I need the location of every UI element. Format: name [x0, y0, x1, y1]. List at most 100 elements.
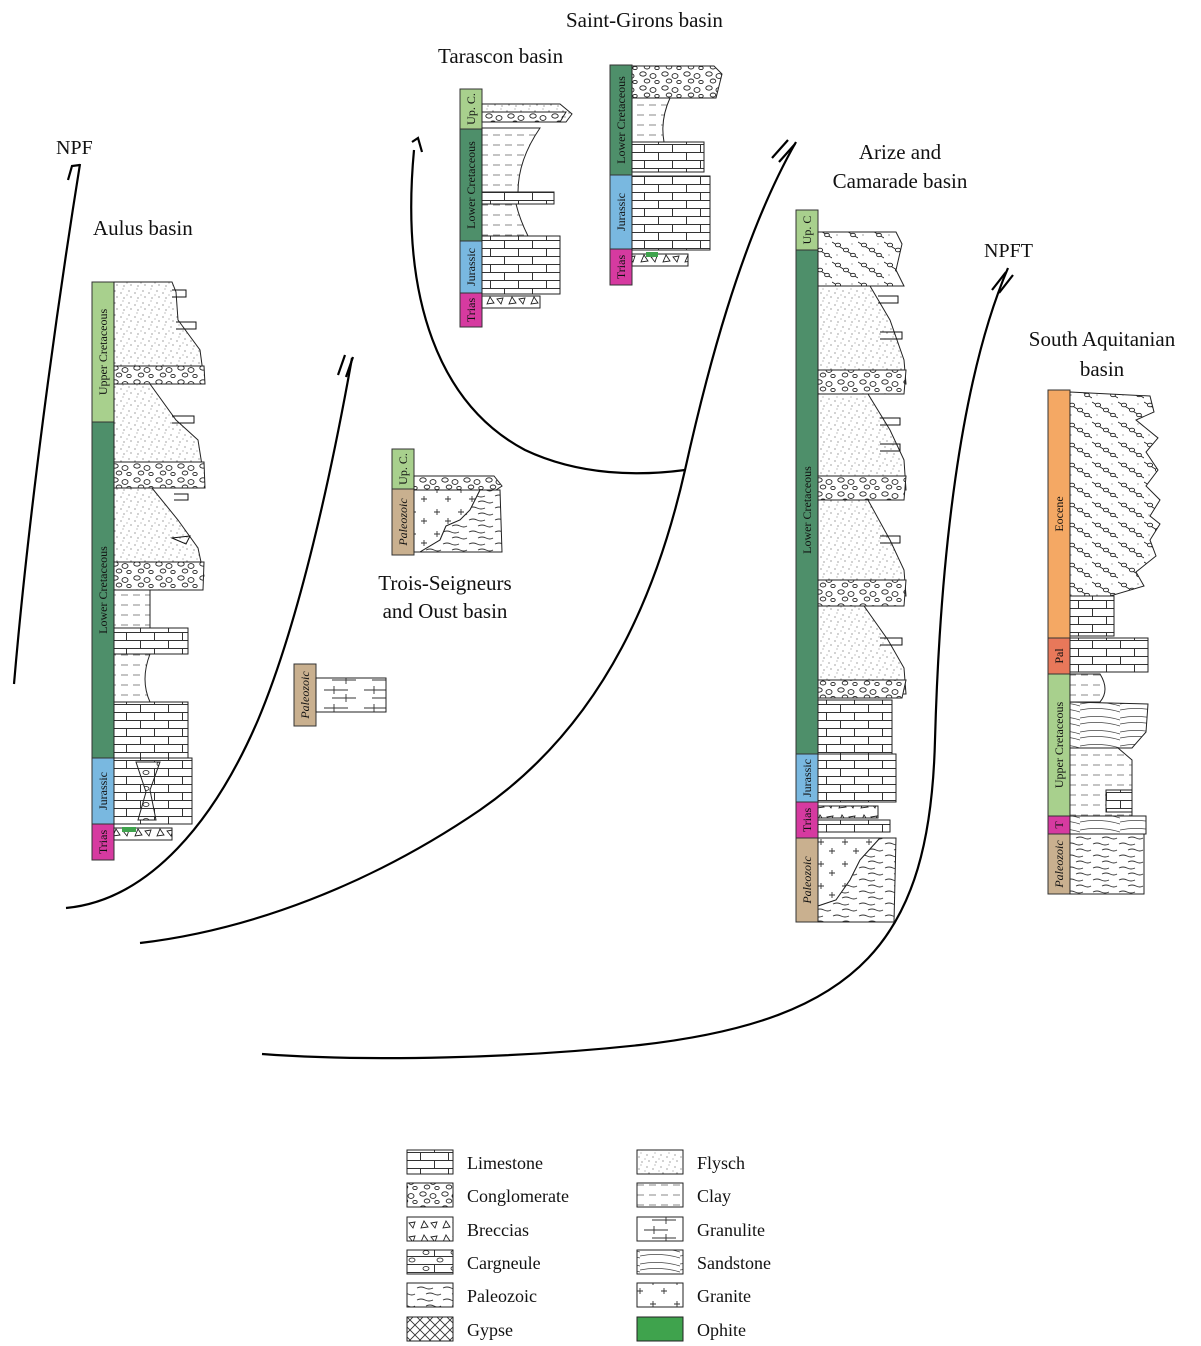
south-aquitanian-title-line2: basin [1080, 357, 1125, 381]
legend-item-cargneule: Cargneule [407, 1250, 541, 1274]
sandstone-unit [1070, 816, 1146, 834]
legend-label: Cargneule [467, 1253, 541, 1273]
clay-unit [1070, 674, 1105, 702]
arize-basin-title-line1: Arize and [859, 140, 942, 164]
conglomerate-unit [632, 66, 722, 98]
breccias-pattern-icon [407, 1217, 453, 1241]
period-label-lower-cretaceous: Lower Cretaceous [614, 76, 628, 164]
limestone-unit [1070, 596, 1114, 636]
period-label-paleozoic: Paleozoic [396, 498, 410, 547]
tarascon-column: Up. C. Lower Cretaceous Jurassic Trias [460, 89, 572, 327]
conglomerate-unit [482, 112, 566, 122]
granite-pattern-icon [637, 1283, 683, 1307]
flysch-unit [818, 286, 906, 384]
limestone-unit [818, 700, 892, 754]
legend-item-clay: Clay [637, 1183, 731, 1207]
granulite-unit [316, 678, 386, 712]
clay-unit [114, 590, 150, 628]
npf-fault-line [14, 164, 80, 684]
clay-unit [632, 98, 670, 142]
period-label-lower-cretaceous: Lower Cretaceous [800, 466, 814, 554]
legend-item-gypse: Gypse [407, 1317, 513, 1341]
clay-pattern-icon [637, 1183, 683, 1207]
granulite-pattern-icon [637, 1217, 683, 1241]
conglomerate-unit [114, 562, 204, 590]
paleozoic-unit [1070, 834, 1144, 894]
legend-label: Breccias [467, 1220, 529, 1240]
limestone-unit [114, 628, 188, 654]
period-label-lower-cretaceous: Lower Cretaceous [96, 546, 110, 634]
period-label-paleozoic: Paleozoic [298, 671, 312, 720]
arize-basin-title-line2: Camarade basin [833, 169, 968, 193]
aulus-basin-title: Aulus basin [93, 216, 193, 240]
conglomerate-unit [818, 680, 906, 698]
limestone-unit [482, 236, 560, 294]
period-label-jurassic: Jurassic [614, 193, 628, 231]
ophite-swatch-icon [637, 1317, 683, 1341]
clay-unit [114, 654, 150, 702]
conglomerate-unit [414, 476, 502, 490]
conglomerate-unit [114, 366, 205, 384]
legend-item-granite: Granite [637, 1283, 751, 1307]
fault-tick-icon [412, 138, 422, 152]
clay-unit [482, 128, 540, 192]
legend-item-paleozoic: Paleozoic [407, 1283, 537, 1307]
breccias-unit [818, 806, 878, 818]
period-label-jurassic: Jurassic [96, 772, 110, 810]
limestone-tongue [878, 296, 898, 303]
conglomerate-pattern-icon [407, 1183, 453, 1207]
legend-item-flysch: Flysch [637, 1150, 745, 1174]
ophite-lens [122, 827, 136, 832]
legend-item-limestone: Limestone [407, 1150, 543, 1174]
legend-label: Limestone [467, 1153, 543, 1173]
sandstone-pattern-icon [637, 1250, 683, 1274]
clay-unit [482, 204, 528, 236]
conglomerate-unit [818, 370, 906, 394]
breccias-unit [632, 254, 688, 266]
legend-item-breccias: Breccias [407, 1217, 529, 1241]
arize-column: Up. C Lower Cretaceous Jurassic Trias Pa… [796, 210, 906, 922]
legend-label: Paleozoic [467, 1286, 537, 1306]
trois-seigneurs-title-line2: and Oust basin [383, 599, 508, 623]
limestone-unit [482, 192, 554, 204]
period-label-lower-cretaceous: Lower Cretaceous [464, 141, 478, 229]
limestone-tongue [174, 494, 188, 500]
legend-label: Flysch [697, 1153, 745, 1173]
gypse-pattern-icon [407, 1317, 453, 1341]
legend-label: Sandstone [697, 1253, 771, 1273]
period-label-upper-cretaceous: Upper Cretaceous [1052, 702, 1066, 789]
legend-label: Conglomerate [467, 1186, 569, 1206]
period-label-upper-cretaceous: Upper Cretaceous [96, 309, 110, 396]
legend-label: Clay [697, 1186, 731, 1206]
period-label-paleozoic: Paleozoic [800, 856, 814, 905]
south-aquitanian-column: Eocene Pal Upper Cretaceous T Paleozoic [1048, 390, 1160, 894]
limestone-unit [632, 142, 704, 172]
period-label-up-c: Up. C. [464, 93, 478, 125]
conglomerate-unit [818, 476, 906, 500]
aulus-column: Upper Cretaceous Lower Cretaceous Jurass… [92, 282, 205, 860]
limestone-pattern-icon [407, 1150, 453, 1174]
period-label-jurassic: Jurassic [464, 248, 478, 286]
period-label-trias: Trias [800, 808, 814, 833]
limestone-unit [114, 702, 188, 758]
legend-label: Ophite [697, 1320, 746, 1340]
conglomerate-unit [818, 580, 906, 606]
limestone-unit [818, 820, 890, 832]
ophite-lens [646, 252, 658, 257]
sandstone-unit [1070, 702, 1148, 748]
npf-label: NPF [56, 137, 93, 159]
period-label-up-c: Up. C [800, 216, 814, 245]
fault-tick-icon [338, 355, 353, 377]
saint-girons-column: Lower Cretaceous Jurassic Trias [610, 65, 722, 285]
period-label-up-c: Up. C. [396, 453, 410, 485]
legend: Limestone Conglomerate Breccias Cargneul… [407, 1150, 771, 1341]
south-aquitanian-title-line1: South Aquitanian [1029, 327, 1176, 351]
legend-item-granulite: Granulite [637, 1217, 765, 1241]
limestone-unit [818, 754, 896, 802]
flysch-pattern-icon [637, 1150, 683, 1174]
period-label-eocene: Eocene [1052, 496, 1066, 531]
legend-label: Granite [697, 1286, 751, 1306]
legend-label: Gypse [467, 1320, 513, 1340]
conglomerate-unit [114, 462, 205, 488]
